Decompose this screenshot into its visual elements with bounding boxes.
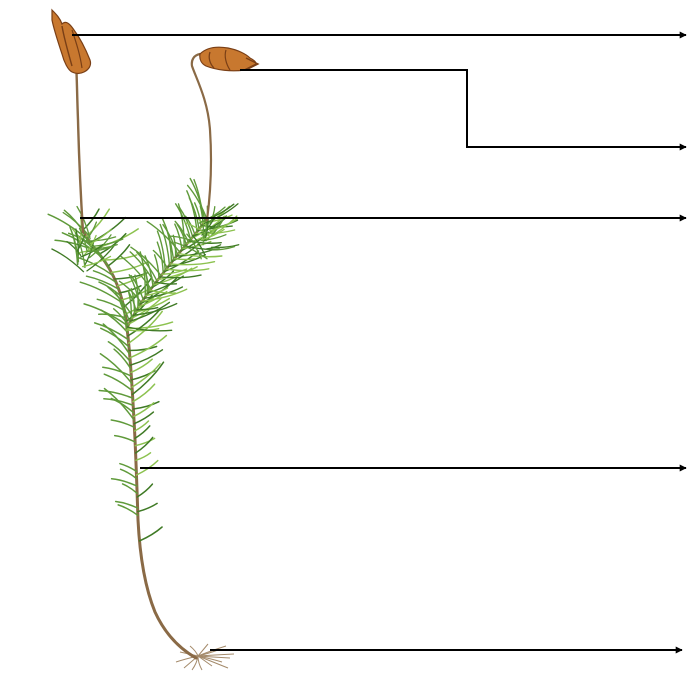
leaf [175,259,195,260]
moss-plant-illustration [48,10,258,670]
leaf [115,436,135,442]
rhizoids [176,644,234,670]
leaf [137,484,152,497]
capsule-left [52,10,91,74]
leaf [111,420,134,427]
leaf [140,527,163,541]
leaf [136,453,151,461]
leaf [134,412,153,424]
leaf [108,245,130,266]
leaf [135,426,150,438]
leaf [129,347,156,351]
leaf [104,374,132,391]
leaf [170,262,214,265]
leaves [48,179,239,541]
pointer-lines [72,35,686,650]
leaf [155,255,159,278]
leaf [166,269,209,271]
leaf [133,402,159,409]
leaf [133,384,155,402]
pointer-arrow-capsule-right [240,70,686,147]
capsule-right [200,47,258,71]
leaf [138,503,157,511]
leaf [99,391,133,399]
leaf [131,350,163,365]
